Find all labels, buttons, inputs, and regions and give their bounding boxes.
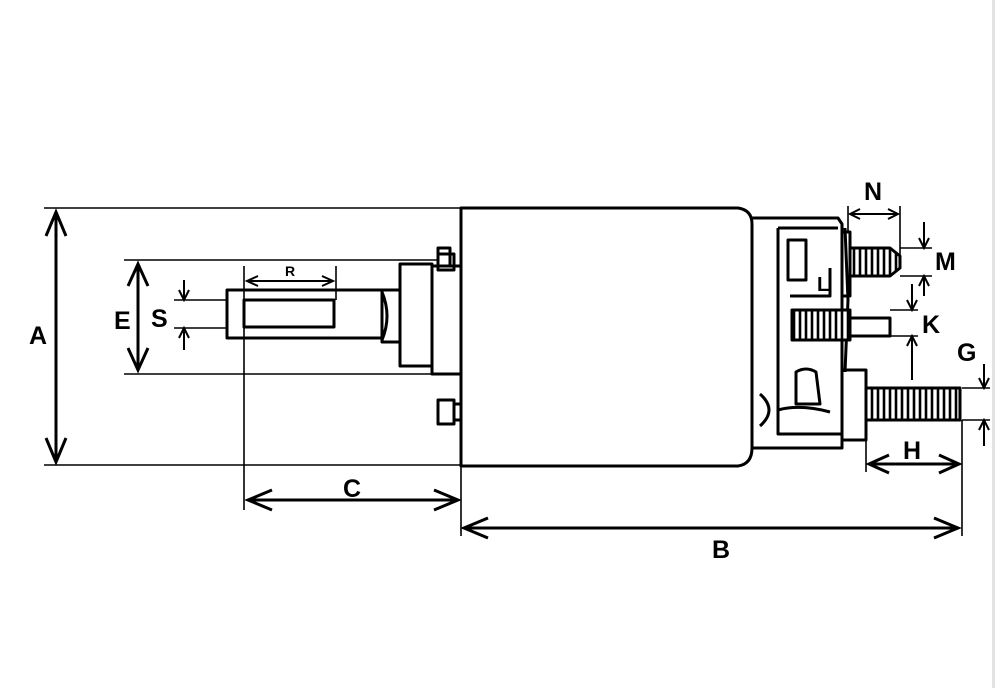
terminal-cap — [752, 216, 850, 450]
label-n: N — [864, 178, 882, 206]
label-m: M — [935, 248, 956, 276]
plunger-assembly — [225, 246, 461, 426]
label-a: A — [29, 322, 47, 350]
extension-lines — [44, 206, 990, 536]
dimension-arrows — [44, 208, 962, 540]
label-l: L — [817, 274, 829, 296]
label-g: G — [957, 339, 976, 367]
solenoid-body — [459, 206, 754, 468]
label-b: B — [712, 536, 730, 564]
h-dimension-arrow — [865, 453, 963, 475]
label-e: E — [114, 307, 131, 335]
terminal-h-stud — [840, 368, 962, 442]
label-k: K — [922, 311, 940, 339]
label-r: R — [285, 263, 295, 279]
right-edge-border — [992, 0, 995, 688]
terminal-k-stud — [790, 308, 892, 342]
label-s: S — [151, 305, 168, 333]
small-dimension-arrows — [178, 208, 990, 446]
terminal-m-stud — [840, 230, 902, 298]
label-c: C — [343, 475, 361, 503]
label-h: H — [903, 437, 921, 465]
